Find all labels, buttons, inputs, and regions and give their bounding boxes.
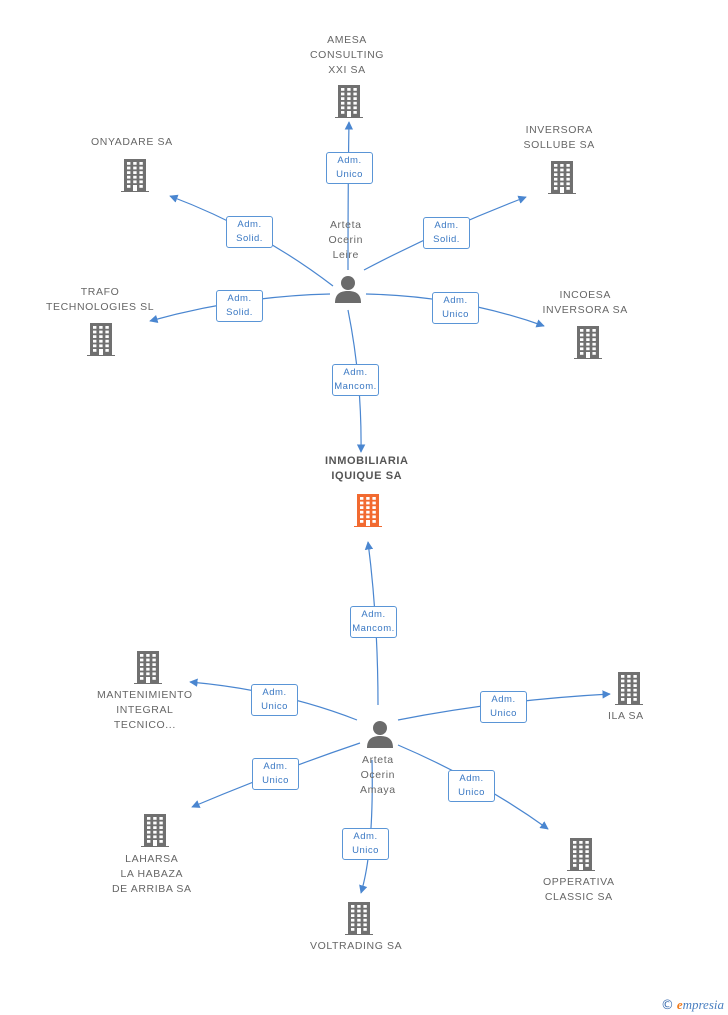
role-text: Unico xyxy=(262,775,289,786)
building-icon[interactable] xyxy=(133,650,163,689)
role-badge-leire-onyadare[interactable]: Adm. Solid. xyxy=(226,216,273,248)
label-line: IQUIQUE SA xyxy=(331,470,403,482)
building-icon[interactable] xyxy=(566,837,596,876)
label-line: LAHARSA xyxy=(125,853,179,865)
building-icon[interactable] xyxy=(352,493,384,532)
company-label-laharsa[interactable]: LAHARSA LA HABAZA DE ARRIBA SA xyxy=(112,852,192,897)
label-line: MANTENIMIENTO xyxy=(97,689,193,701)
role-badge-amaya-laharsa[interactable]: Adm. Unico xyxy=(252,758,299,790)
company-label-center[interactable]: INMOBILIARIA IQUIQUE SA xyxy=(325,454,409,484)
role-text: Adm. xyxy=(227,293,252,304)
label-line: CLASSIC SA xyxy=(544,891,613,903)
label-line: TRAFO xyxy=(80,286,120,298)
building-icon[interactable] xyxy=(334,84,364,123)
label-line: INCOESA xyxy=(559,289,611,301)
label-line: SOLLUBE SA xyxy=(523,139,595,151)
role-text: Adm. xyxy=(434,220,459,231)
role-text: Adm. xyxy=(361,609,386,620)
company-label-trafo[interactable]: TRAFO TECHNOLOGIES SL xyxy=(46,285,154,315)
company-label-ila[interactable]: ILA SA xyxy=(608,709,644,724)
label-line: CONSULTING xyxy=(310,49,385,61)
label-line: Leire xyxy=(332,249,359,261)
role-text: Adm. xyxy=(459,773,484,784)
label-line: AMESA xyxy=(327,34,367,46)
person-icon[interactable] xyxy=(333,274,363,309)
role-badge-leire-center[interactable]: Adm. Mancom. xyxy=(332,364,379,396)
copyright-symbol: © xyxy=(660,998,674,1013)
company-label-incoesa[interactable]: INCOESA INVERSORA SA xyxy=(543,288,628,318)
role-text: Mancom. xyxy=(334,381,377,392)
label-line: TECHNOLOGIES SL xyxy=(46,301,155,313)
role-text: Adm. xyxy=(353,831,378,842)
label-line: LA HABAZA xyxy=(120,868,184,880)
label-line: ONYADARE SA xyxy=(91,136,173,148)
role-text: Solid. xyxy=(433,234,460,245)
building-icon[interactable] xyxy=(573,325,603,364)
label-line: Ocerin xyxy=(360,769,396,781)
company-label-onyadare[interactable]: ONYADARE SA xyxy=(91,135,173,150)
role-text: Unico xyxy=(352,845,379,856)
role-text: Unico xyxy=(261,701,288,712)
building-icon[interactable] xyxy=(140,813,170,852)
role-badge-amaya-center[interactable]: Adm. Mancom. xyxy=(350,606,397,638)
role-text: Solid. xyxy=(226,307,253,318)
role-badge-leire-inversora_sollube[interactable]: Adm. Solid. xyxy=(423,217,470,249)
role-text: Unico xyxy=(442,309,469,320)
building-icon[interactable] xyxy=(614,671,644,710)
label-line: VOLTRADING SA xyxy=(310,940,403,952)
company-label-inversora_sollube[interactable]: INVERSORA SOLLUBE SA xyxy=(524,123,595,153)
company-label-opperativa[interactable]: OPPERATIVA CLASSIC SA xyxy=(543,875,615,905)
role-badge-amaya-ila[interactable]: Adm. Unico xyxy=(480,691,527,723)
label-line: XXI SA xyxy=(328,64,366,76)
building-icon[interactable] xyxy=(547,160,577,199)
role-text: Unico xyxy=(490,708,517,719)
role-text: Adm. xyxy=(491,694,516,705)
label-line: TECNICO... xyxy=(113,719,176,731)
role-badge-amaya-mantenimiento[interactable]: Adm. Unico xyxy=(251,684,298,716)
person-icon[interactable] xyxy=(365,719,395,754)
role-text: Unico xyxy=(336,169,363,180)
brand-name: mpresia xyxy=(682,997,724,1012)
building-icon[interactable] xyxy=(344,901,374,940)
company-label-amesa[interactable]: AMESA CONSULTING XXI SA xyxy=(310,33,384,78)
building-icon[interactable] xyxy=(86,322,116,361)
label-line: ILA SA xyxy=(608,710,644,722)
building-icon[interactable] xyxy=(120,158,150,197)
role-text: Solid. xyxy=(236,233,263,244)
role-badge-amaya-opperativa[interactable]: Adm. Unico xyxy=(448,770,495,802)
brand-initial: e xyxy=(676,997,683,1012)
role-text: Adm. xyxy=(262,687,287,698)
label-line: Amaya xyxy=(360,784,396,796)
role-badge-leire-trafo[interactable]: Adm. Solid. xyxy=(216,290,263,322)
label-line: Arteta xyxy=(362,754,394,766)
label-line: Arteta xyxy=(329,219,362,231)
role-text: Adm. xyxy=(337,155,362,166)
label-line: INMOBILIARIA xyxy=(325,455,409,467)
label-line: DE ARRIBA SA xyxy=(112,883,192,895)
company-label-mantenimiento[interactable]: MANTENIMIENTO INTEGRAL TECNICO... xyxy=(97,688,193,733)
label-line: Ocerin xyxy=(328,234,364,246)
edge-leire-amesa xyxy=(344,121,354,271)
role-text: Adm. xyxy=(237,219,262,230)
label-line: INVERSORA SA xyxy=(542,304,628,316)
role-text: Adm. xyxy=(443,295,468,306)
label-line: INVERSORA xyxy=(525,124,593,136)
footer-brand[interactable]: ©empresia xyxy=(661,997,724,1013)
label-line: OPPERATIVA xyxy=(543,876,615,888)
role-text: Mancom. xyxy=(352,623,395,634)
role-badge-amaya-voltrading[interactable]: Adm. Unico xyxy=(342,828,389,860)
role-text: Unico xyxy=(458,787,485,798)
role-badge-leire-incoesa[interactable]: Adm. Unico xyxy=(432,292,479,324)
role-badge-leire-amesa[interactable]: Adm. Unico xyxy=(326,152,373,184)
label-line: INTEGRAL xyxy=(116,704,174,716)
company-label-voltrading[interactable]: VOLTRADING SA xyxy=(310,939,402,954)
role-text: Adm. xyxy=(263,761,288,772)
role-text: Adm. xyxy=(343,367,368,378)
